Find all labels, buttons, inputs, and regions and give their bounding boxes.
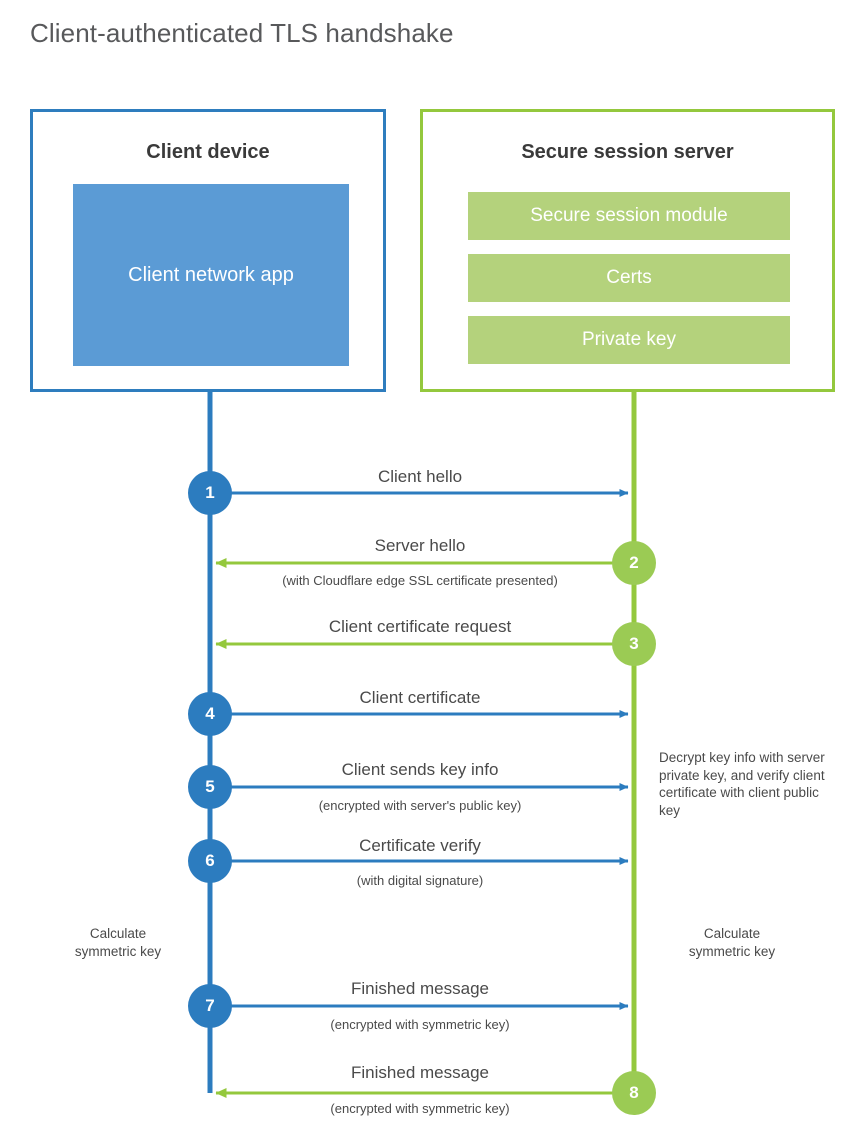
secure-session-server-box: Secure session server Secure session mod… xyxy=(420,109,835,392)
step-3-label: Client certificate request xyxy=(328,617,512,636)
step-1-label: Client hello xyxy=(377,467,463,486)
note-decrypt-key-info: Decrypt key info with server private key… xyxy=(659,750,825,818)
step-7-circle xyxy=(188,984,232,1028)
note-calculate-symmetric-key-client: Calculate symmetric key xyxy=(74,926,162,959)
step-5-sublabel: (encrypted with server's public key) xyxy=(318,798,522,813)
step-5-label: Client sends key info xyxy=(341,760,499,779)
secure-session-server-title: Secure session server xyxy=(521,141,734,163)
step-8-sublabel: (encrypted with symmetric key) xyxy=(330,1101,510,1116)
server-component-secure-session-module: Secure session module xyxy=(468,192,790,240)
step-4-circle xyxy=(188,692,232,736)
step-8-circle xyxy=(612,1071,656,1115)
step-1-circle xyxy=(188,471,232,515)
client-device-box: Client device Client network app xyxy=(30,109,386,392)
step-2-number: 2 xyxy=(629,553,639,572)
page-title: Client-authenticated TLS handshake xyxy=(30,18,454,48)
step-8-number: 8 xyxy=(629,1083,639,1102)
client-device-title: Client device xyxy=(146,141,270,163)
step-1-number: 1 xyxy=(205,483,215,502)
step-6-label: Certificate verify xyxy=(359,836,481,855)
step-3-circle xyxy=(612,622,656,666)
step-7-label: Finished message xyxy=(351,979,489,998)
step-2-circle xyxy=(612,541,656,585)
note-calculate-symmetric-key-server: Calculate symmetric key xyxy=(688,926,776,959)
step-6-number: 6 xyxy=(205,851,215,870)
step-3-number: 3 xyxy=(629,634,639,653)
step-5-number: 5 xyxy=(205,777,215,796)
step-2-label: Server hello xyxy=(374,536,466,555)
step-7-sublabel: (encrypted with symmetric key) xyxy=(330,1017,510,1032)
step-4-number: 4 xyxy=(205,704,215,723)
step-2-sublabel: (with Cloudflare edge SSL certificate pr… xyxy=(282,573,558,588)
client-network-app-block: Client network app xyxy=(73,184,349,366)
step-5-circle xyxy=(188,765,232,809)
step-8-label: Finished message xyxy=(351,1063,489,1082)
step-6-sublabel: (with digital signature) xyxy=(356,873,484,888)
server-component-certs: Certs xyxy=(468,254,790,302)
server-component-private-key: Private key xyxy=(468,316,790,364)
step-7-number: 7 xyxy=(205,996,215,1015)
step-6-circle xyxy=(188,839,232,883)
step-4-label: Client certificate xyxy=(359,688,481,707)
